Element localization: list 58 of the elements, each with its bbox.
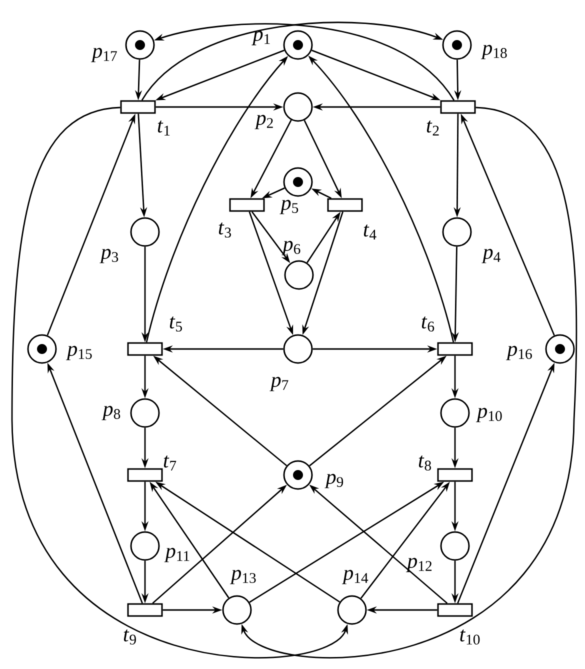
marked-place-circle: [283, 30, 313, 60]
transition-bar: [127, 603, 163, 617]
place-label: p$_{2}$: [254, 114, 273, 130]
transition-bar: [437, 603, 473, 617]
place-label: p$_{10}$: [476, 408, 502, 422]
place-label: t$_{5}$: [170, 316, 182, 332]
arrow: [241, 106, 578, 658]
marked-place-circle: [283, 167, 313, 197]
place-label: p$_{17}$: [90, 48, 117, 62]
place-circle: [222, 595, 252, 625]
place-label: t$_{10}$: [460, 629, 480, 645]
place-circle: [440, 531, 470, 561]
place-circle: [442, 217, 472, 247]
place-label: t$_{4}$: [364, 224, 376, 240]
marked-place-circle: [283, 460, 313, 490]
marked-place-circle: [545, 334, 575, 364]
place-label: t$_{3}$: [218, 222, 231, 238]
place-label: p$_{5}$: [280, 200, 298, 214]
place-label: p$_{8}$: [102, 406, 120, 420]
transition-bar: [440, 100, 476, 114]
place-label: p$_{3}$: [100, 248, 118, 264]
transition-bar: [327, 198, 363, 212]
marked-place-circle: [442, 30, 472, 60]
place-circle: [440, 398, 470, 428]
place-label: p$_{4}$: [482, 248, 500, 264]
transition-bar: [437, 342, 473, 356]
place-label: t$_{9}$: [124, 629, 136, 645]
place-label: t$_{7}$: [164, 456, 176, 470]
place-label: p$_{6}$: [282, 240, 300, 256]
place-circle: [284, 260, 314, 290]
place-label: p$_{13}$: [230, 570, 256, 584]
place-label: t$_{1}$: [158, 120, 170, 136]
place-circle: [283, 92, 313, 122]
place-label: p$_{7}$: [270, 376, 288, 392]
transition-bar: [229, 198, 265, 212]
place-label: t$_{6}$: [422, 316, 434, 332]
transition-bar: [437, 468, 473, 482]
place-label: p$_{14}$: [342, 570, 368, 584]
place-circle: [130, 398, 160, 428]
marked-place-circle: [27, 334, 57, 364]
place-label: p$_{9}$: [324, 474, 344, 488]
transition-bar: [127, 342, 163, 356]
transition-bar: [120, 100, 156, 114]
place-label: p$_{18}$: [480, 44, 507, 60]
place-label: p$_{1}$: [252, 30, 270, 46]
place-label: p$_{16}$: [506, 346, 532, 360]
arrow: [11, 106, 348, 658]
place-label: p$_{12}$: [406, 558, 432, 572]
place-circle: [130, 217, 160, 247]
place-circle: [283, 334, 313, 364]
place-circle: [130, 531, 160, 561]
place-label: p$_{15}$: [66, 346, 92, 360]
place-circle: [337, 595, 367, 625]
place-label: t$_{8}$: [418, 455, 431, 471]
place-label: p$_{11}$: [164, 548, 190, 562]
marked-place-circle: [125, 30, 155, 60]
transition-bar: [127, 468, 163, 482]
place-label: t$_{2}$: [426, 120, 439, 136]
